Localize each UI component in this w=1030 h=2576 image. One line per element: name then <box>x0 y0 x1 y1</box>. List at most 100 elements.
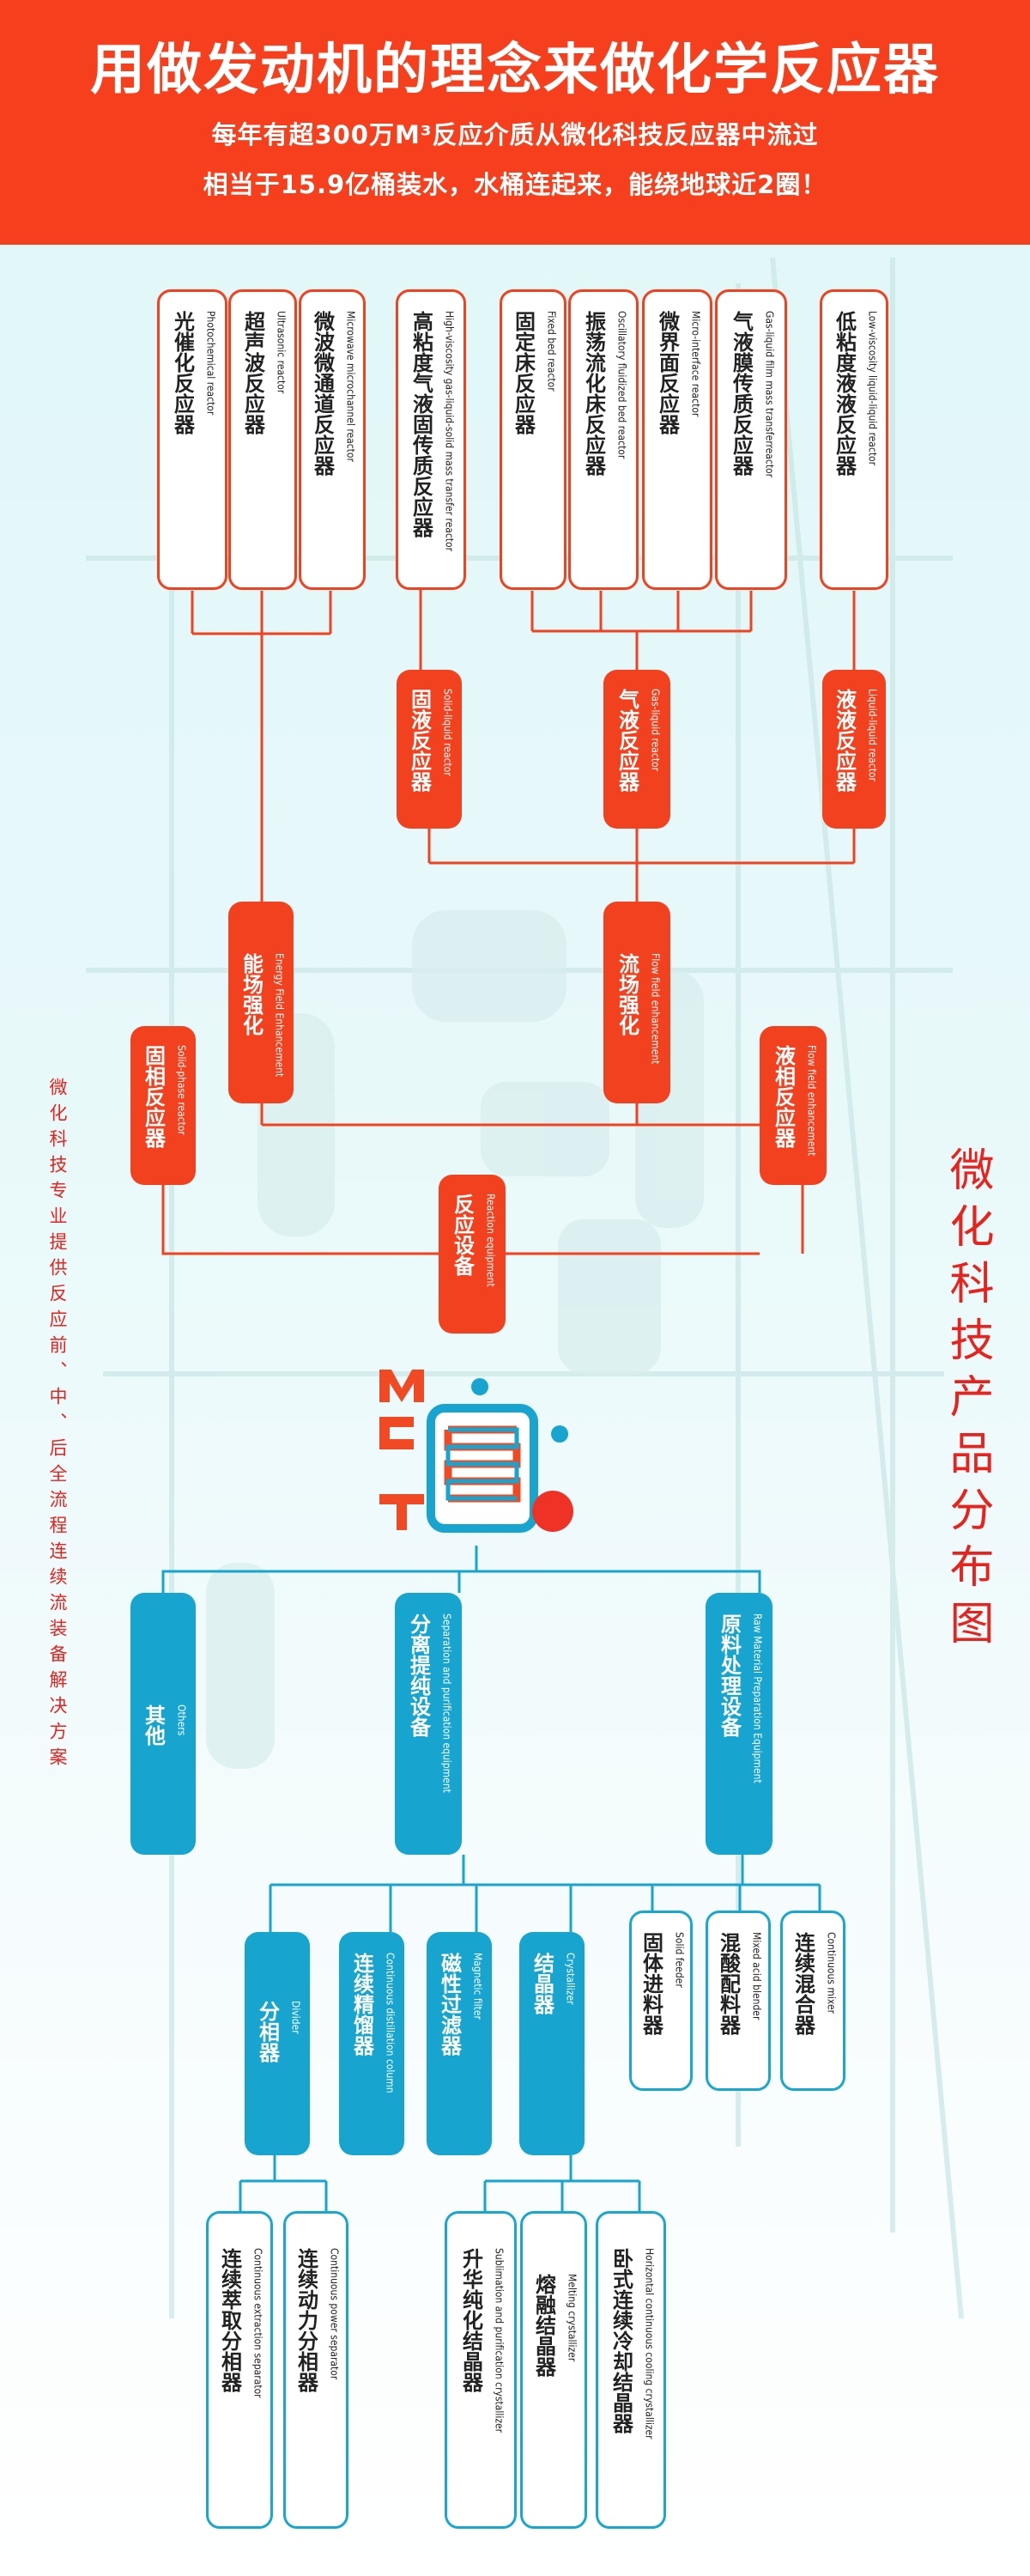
node-label-en: Flow field enhancement <box>649 953 662 1065</box>
node-label-cn: 卧式连续冷却结晶器 <box>609 2248 633 2433</box>
node-label-en: Microwave microchannel reactor <box>344 311 357 462</box>
node-label-cn: 超声波反应器 <box>240 311 265 434</box>
node-label-en: Flow field enhancement <box>805 1045 818 1157</box>
node-label-cn: 结晶器 <box>530 1953 554 2014</box>
node-label-cn: 微界面反应器 <box>655 311 680 434</box>
node-label-cn: 反应设备 <box>450 1194 475 1276</box>
side-caption-right: 微化科技产品分布图 <box>942 1146 993 1656</box>
flow-field-enhancement-node[interactable]: 流场强化 Flow field enhancement <box>603 902 670 1103</box>
node-label-cn: 连续精馏器 <box>349 1953 374 2056</box>
raw-material-preparation-node[interactable]: 原料处理设备 Raw Material Preparation Equipmen… <box>706 1593 772 1855</box>
node-label-cn: 连续动力分相器 <box>294 2248 318 2392</box>
node-label-en: Solid-phase reactor <box>175 1045 188 1135</box>
continuous-mixer-node[interactable]: 连续混合器 Continuous mixer <box>780 1911 845 2091</box>
node-label-en: Low-viscosity liquid-liquid reactor <box>866 311 879 466</box>
node-label-en: Solid feeder <box>673 1932 686 1988</box>
crystallizer-node[interactable]: 结晶器 Crystallizer <box>519 1932 585 2155</box>
node-label-en: Energy Field Enhancement <box>273 953 286 1078</box>
node-label-en: Sublimation and purification crystallize… <box>493 2248 506 2433</box>
header-banner: 用做发动机的理念来做化学反应器 每年有超300万M³反应介质从微化科技反应器中流… <box>0 0 1030 245</box>
reactor-logo-icon <box>379 1370 573 1533</box>
node-label-en: Divider <box>289 2001 302 2034</box>
sublimation-crystallizer-node[interactable]: 升华纯化结晶器 Sublimation and purification cry… <box>445 2211 517 2529</box>
ultrasonic-reactor-node[interactable]: 超声波反应器 Ultrasonic reactor <box>228 289 297 590</box>
node-label-cn: 分相器 <box>255 2001 280 2063</box>
node-label-cn: 能场强化 <box>239 953 264 1036</box>
magnetic-filter-node[interactable]: 磁性过滤器 Magnetic filter <box>427 1932 492 2155</box>
node-label-cn: 液相反应器 <box>771 1045 796 1148</box>
micro-interface-reactor-node[interactable]: 微界面反应器 Micro-interface reactor <box>642 289 712 590</box>
banner-subtitle-2: 相当于15.9亿桶装水，水桶连起来，能绕地球近2圈！ <box>203 170 827 199</box>
energy-field-enhancement-node[interactable]: 能场强化 Energy Field Enhancement <box>228 902 294 1103</box>
node-label-cn: 熔融结晶器 <box>531 2274 556 2377</box>
node-label-en: Continuous mixer <box>825 1932 838 2014</box>
separation-purification-node[interactable]: 分离提纯设备 Separation and purification equip… <box>395 1593 462 1855</box>
node-label-cn: 微波微通道反应器 <box>310 311 335 476</box>
node-label-en: High-viscosity gas-liquid-solid mass tra… <box>443 311 456 552</box>
page-title: 用做发动机的理念来做化学反应器 <box>90 39 940 102</box>
node-label-cn: 液液反应器 <box>832 689 857 792</box>
node-label-cn: 光催化反应器 <box>170 311 195 434</box>
melting-crystallizer-node[interactable]: 熔融结晶器 Melting crystallizer <box>520 2211 587 2529</box>
node-label-cn: 固体进料器 <box>639 1932 663 2035</box>
node-label-cn: 气液反应器 <box>615 689 639 792</box>
node-label-en: Liquid-liquid reactor <box>866 689 879 782</box>
node-label-en: Fixed bed reactor <box>545 311 558 392</box>
node-label-cn: 固相反应器 <box>141 1045 166 1148</box>
horizontal-cooling-crystallizer-node[interactable]: 卧式连续冷却结晶器 Horizontal continuous cooling … <box>596 2211 666 2529</box>
continuous-power-separator-node[interactable]: 连续动力分相器 Continuous power separator <box>283 2211 348 2529</box>
node-label-en: Crystallizer <box>564 1953 577 2005</box>
node-label-cn: 分离提纯设备 <box>406 1613 431 1737</box>
node-label-en: Mixed acid blender <box>750 1932 763 2020</box>
microwave-microchannel-reactor-node[interactable]: 微波微通道反应器 Microwave microchannel reactor <box>299 289 366 590</box>
mixed-acid-blender-node[interactable]: 混酸配料器 Mixed acid blender <box>706 1911 771 2091</box>
low-viscosity-reactor-node[interactable]: 低粘度液液反应器 Low-viscosity liquid-liquid rea… <box>820 289 888 590</box>
node-label-en: Continuous extraction separator <box>251 2248 264 2398</box>
liquid-phase-reactor-node[interactable]: 液相反应器 Flow field enhancement <box>760 1026 827 1185</box>
node-label-en: Continuous power separator <box>328 2248 341 2380</box>
node-label-cn: 流场强化 <box>615 953 639 1036</box>
node-label-en: Oscillatory fluidized bed reactor <box>615 311 628 459</box>
node-label-cn: 振荡流化床反应器 <box>581 311 606 476</box>
node-label-en: Reaction equipment <box>484 1194 497 1287</box>
banner-subtitle-1: 每年有超300万M³反应介质从微化科技反应器中流过 <box>211 120 819 149</box>
node-label-en: Continuous distillation column <box>384 1953 397 2093</box>
fixed-bed-reactor-node[interactable]: 固定床反应器 Fixed bed reactor <box>500 289 566 590</box>
node-label-cn: 固液反应器 <box>407 689 432 792</box>
node-label-en: Solid-liquid reactor <box>441 689 454 776</box>
node-label-en: Horizontal continuous cooling crystalliz… <box>643 2248 656 2439</box>
node-label-cn: 磁性过滤器 <box>437 1953 462 2056</box>
oscillatory-fluidized-bed-reactor-node[interactable]: 振荡流化床反应器 Oscillatory fluidized bed react… <box>568 289 639 590</box>
solid-liquid-reactor-node[interactable]: 固液反应器 Solid-liquid reactor <box>397 670 462 829</box>
continuous-distillation-node[interactable]: 连续精馏器 Continuous distillation column <box>339 1932 404 2155</box>
reaction-equipment-node[interactable]: 反应设备 Reaction equipment <box>439 1175 506 1334</box>
solid-phase-reactor-node[interactable]: 固相反应器 Solid-phase reactor <box>130 1026 196 1185</box>
gas-liquid-film-reactor-node[interactable]: 气液膜传质反应器 Gas-liquid film mass transferre… <box>715 289 787 590</box>
others-node[interactable]: 其他 Others <box>130 1593 196 1855</box>
liquid-liquid-reactor-node[interactable]: 液液反应器 Liquid-liquid reactor <box>822 670 886 829</box>
continuous-extraction-separator-node[interactable]: 连续萃取分相器 Continuous extraction separator <box>206 2211 273 2529</box>
node-label-cn: 固定床反应器 <box>511 311 536 434</box>
node-label-en: Photochemical reactor <box>204 311 217 416</box>
node-label-cn: 升华纯化结晶器 <box>458 2248 483 2392</box>
node-label-en: Separation and purification equipment <box>440 1613 453 1793</box>
gas-liquid-reactor-node[interactable]: 气液反应器 Gas-liquid reactor <box>603 670 670 829</box>
side-caption-left: 微化科技专业提供反应前、中、后全流程连续流装备解决方案 <box>47 1078 68 1773</box>
high-viscosity-reactor-node[interactable]: 高粘度气液固传质反应器 High-viscosity gas-liquid-so… <box>396 289 466 590</box>
photochemical-reactor-node[interactable]: 光催化反应器 Photochemical reactor <box>157 289 227 590</box>
node-label-en: Micro-interface reactor <box>689 311 702 417</box>
node-label-en: Melting crystallizer <box>566 2274 579 2362</box>
node-label-cn: 其他 <box>141 1704 166 1746</box>
node-label-en: Raw Material Preparation Equipment <box>751 1613 764 1783</box>
node-label-cn: 混酸配料器 <box>716 1932 741 2035</box>
solid-feeder-node[interactable]: 固体进料器 Solid feeder <box>629 1911 693 2091</box>
node-label-cn: 连续萃取分相器 <box>217 2248 242 2392</box>
node-label-en: Ultrasonic reactor <box>275 311 288 394</box>
node-label-en: Magnetic filter <box>471 1953 484 2020</box>
node-label-en: Gas-liquid reactor <box>649 689 662 772</box>
divider-node[interactable]: 分相器 Divider <box>245 1932 310 2155</box>
node-label-en: Gas-liquid film mass transferreactor <box>763 311 776 478</box>
node-label-cn: 高粘度气液固传质反应器 <box>409 311 433 538</box>
node-label-en: Others <box>175 1704 188 1736</box>
node-label-cn: 原料处理设备 <box>717 1613 742 1737</box>
